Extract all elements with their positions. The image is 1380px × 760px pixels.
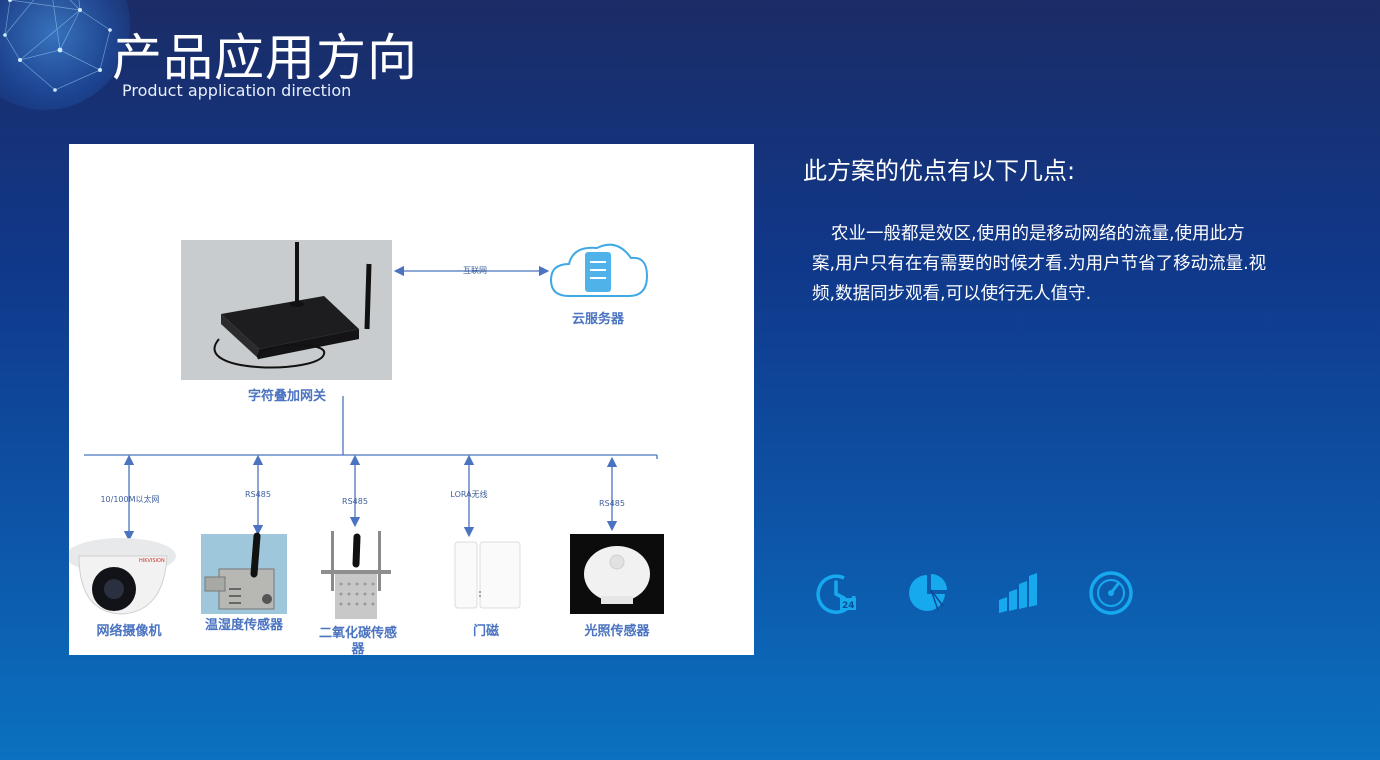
door-sensor-link-label: LORA无线 xyxy=(450,490,488,499)
light-sensor-label: 光照传感器 xyxy=(584,624,650,639)
advantages-body: 农业一般都是效区,使用的是移动网络的流量,使用此方案,用户只有在有需要的时候才看… xyxy=(812,224,1267,304)
internet-link-label: 互联网 xyxy=(463,266,487,275)
co2-sensor-image xyxy=(321,531,391,619)
cloud-server-icon xyxy=(549,243,649,297)
system-diagram: HIKVISION xyxy=(69,144,754,657)
light-sensor-link-label: RS485 xyxy=(599,499,625,508)
camera-label: 网络摄像机 xyxy=(96,624,162,639)
globe-decoration xyxy=(0,0,130,110)
clock-24h-icon: 24 xyxy=(814,570,860,616)
bar-chart-icon xyxy=(995,570,1041,616)
cloud-server-label: 云服务器 xyxy=(571,312,624,327)
pie-chart-icon xyxy=(905,570,951,616)
svg-text:HIKVISION: HIKVISION xyxy=(139,558,165,564)
camera-link-label: 10/100M以太网 xyxy=(100,495,160,504)
temp-sensor-link-label: RS485 xyxy=(245,490,271,499)
page-subtitle: Product application direction xyxy=(122,81,352,100)
gateway-image xyxy=(181,240,392,380)
temp-sensor-label: 温湿度传感器 xyxy=(204,618,283,633)
door-sensor-label: 门磁 xyxy=(472,624,499,639)
door-sensor-image xyxy=(454,541,521,609)
advantages-title: 此方案的优点有以下几点: xyxy=(803,157,1076,185)
temperature-humidity-sensor-image xyxy=(201,532,287,614)
camera-image: HIKVISION xyxy=(69,538,176,615)
speedometer-icon xyxy=(1088,570,1134,616)
gateway-label: 字符叠加网关 xyxy=(247,389,326,404)
svg-text:24: 24 xyxy=(842,601,855,611)
co2-sensor-link-label: RS485 xyxy=(342,497,368,506)
page-title: 产品应用方向 xyxy=(112,29,418,87)
light-sensor-image xyxy=(570,534,664,614)
co2-sensor-label: 二氧化碳传感器 xyxy=(318,626,397,657)
